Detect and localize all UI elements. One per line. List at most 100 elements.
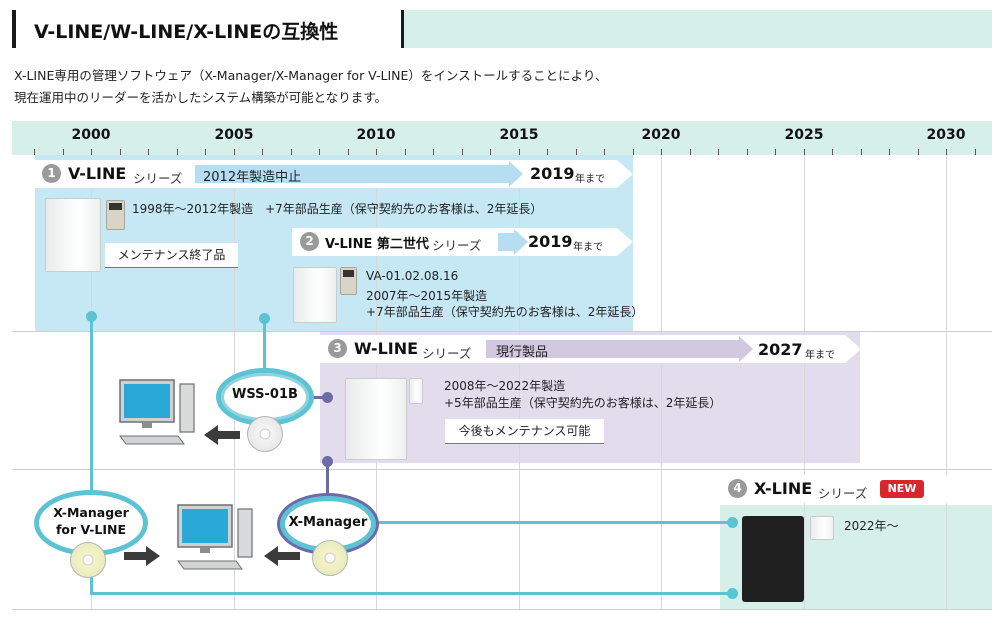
cd-icon <box>70 542 106 578</box>
grid-line <box>519 155 520 610</box>
series-number: 3 <box>328 339 347 358</box>
status-label: 2012年製造中止 <box>203 170 302 185</box>
year-label: 2000 <box>71 127 111 143</box>
end-year-suffix: 年まで <box>575 174 605 185</box>
year-tick <box>91 149 92 155</box>
end-year-suffix: 年まで <box>573 242 603 253</box>
year-tick <box>547 149 548 155</box>
series-desc: 1998年～2012年製造 +7年部品生産（保守契約先のお客様は、2年延長） <box>132 202 543 216</box>
connector-dot <box>727 517 738 528</box>
controller-icon <box>345 378 407 460</box>
timeline-header <box>12 121 992 155</box>
year-tick <box>177 149 178 155</box>
year-tick <box>120 149 121 155</box>
title-box <box>12 10 404 48</box>
status-arrow <box>486 340 739 358</box>
year-tick <box>490 149 491 155</box>
connector-dot <box>322 456 333 467</box>
year-tick <box>747 149 748 155</box>
year-tick <box>690 149 691 155</box>
series-name: V-LINE <box>68 164 127 183</box>
end-year-suffix: 年まで <box>805 350 835 361</box>
year-tick <box>576 149 577 155</box>
right-arrow-icon <box>124 546 160 566</box>
controller-icon <box>293 267 337 323</box>
year-label: 2005 <box>214 127 254 143</box>
year-tick <box>376 149 377 155</box>
xline-banner <box>720 475 974 503</box>
connector-dot <box>86 311 97 322</box>
year-tick <box>433 149 434 155</box>
grid-line <box>946 155 947 610</box>
cd-icon <box>247 416 283 452</box>
series-desc: 2008年～2022年製造 <box>444 379 566 393</box>
year-tick <box>234 149 235 155</box>
status-arrow-tip <box>739 336 753 362</box>
year-tick <box>262 149 263 155</box>
grid-line <box>661 155 662 610</box>
reader-icon <box>409 378 423 404</box>
series-number: 1 <box>42 164 61 183</box>
series-desc: +5年部品生産（保守契約先のお客様は、2年延長） <box>444 396 722 410</box>
status-arrow-tip <box>509 161 523 187</box>
status-label-box: メンテナンス終了品 <box>105 243 238 268</box>
year-tick <box>462 149 463 155</box>
year-tick <box>633 149 634 155</box>
series-name: X-LINE <box>754 479 813 498</box>
series-suffix: シリーズ <box>818 486 868 501</box>
status-arrow <box>195 165 509 183</box>
connector-line <box>90 592 732 595</box>
year-tick <box>861 149 862 155</box>
xmanager-label: X-Manager <box>288 515 368 530</box>
series-name: W-LINE <box>354 339 419 358</box>
intro-line-1: X-LINE専用の管理ソフトウェア（X-Manager/X-Manager fo… <box>14 68 608 83</box>
connector-line <box>263 318 266 370</box>
status-label: 現行製品 <box>496 345 549 360</box>
vline2-banner-tip <box>617 228 633 256</box>
controller-icon <box>45 198 101 272</box>
cd-icon <box>312 540 348 576</box>
xmanager-vline-label: for V-LINE <box>55 522 127 537</box>
row-divider <box>12 331 992 332</box>
year-tick <box>405 149 406 155</box>
year-tick <box>34 149 35 155</box>
year-tick <box>804 149 805 155</box>
year-tick <box>319 149 320 155</box>
end-year: 2019 <box>530 164 575 183</box>
controller-icon <box>742 516 804 602</box>
series-suffix: シリーズ <box>133 171 183 186</box>
year-label: 2025 <box>784 127 824 143</box>
connector-line <box>326 461 329 497</box>
wline-banner-tip <box>845 335 861 363</box>
page-title: V-LINE/W-LINE/X-LINEの互換性 <box>34 21 339 43</box>
series-desc: +7年部品生産（保守契約先のお客様は、2年延長） <box>366 305 644 319</box>
connector-dot <box>259 313 270 324</box>
connector-line <box>90 316 93 594</box>
status-arrow <box>498 233 514 251</box>
series-suffix: シリーズ <box>432 238 482 253</box>
vline-banner-tip <box>617 160 633 188</box>
status-label-box: 今後もメンテナンス可能 <box>445 419 604 444</box>
year-tick <box>832 149 833 155</box>
series-suffix: シリーズ <box>422 346 472 361</box>
year-tick <box>946 149 947 155</box>
left-arrow-icon <box>264 546 300 566</box>
row-divider <box>12 469 992 470</box>
status-arrow-tip <box>514 229 528 255</box>
year-label: 2020 <box>641 127 681 143</box>
reader-icon <box>810 516 834 540</box>
series-desc: 2007年～2015年製造 <box>366 289 488 303</box>
year-tick <box>348 149 349 155</box>
year-tick <box>604 149 605 155</box>
year-tick <box>718 149 719 155</box>
computer-icon <box>177 504 253 570</box>
computer-icon <box>119 379 195 445</box>
new-badge: NEW <box>880 480 924 498</box>
connector-dot <box>322 392 333 403</box>
xmanager-vline-label: X-Manager <box>53 505 129 520</box>
wss-label: WSS-01B <box>232 387 298 402</box>
series-desc: 2022年～ <box>844 519 899 533</box>
year-tick <box>661 149 662 155</box>
year-tick <box>775 149 776 155</box>
year-tick <box>291 149 292 155</box>
